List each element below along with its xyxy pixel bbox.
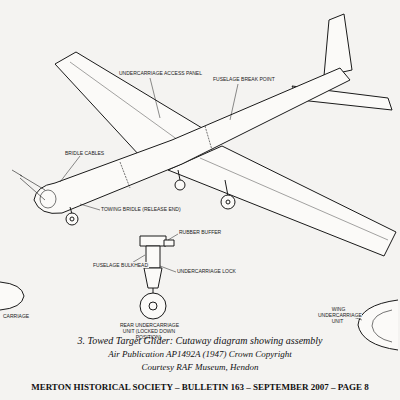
part-label: RUBBER BUFFER — [178, 229, 222, 235]
part-label-text: UNDERCARRIAGE LOCK — [176, 268, 237, 274]
figure-caption: 3. Towed Target Glider: Cutaway diagram … — [0, 335, 400, 346]
part-label-text: BRIDLE CABLES — [64, 150, 105, 156]
part-label-text: FUSELAGE BREAK POINT — [212, 76, 276, 82]
part-label-text: FUSELAGE BULKHEAD — [92, 262, 149, 268]
part-label: BRIDLE CABLES — [64, 150, 105, 156]
page-footer: MERTON HISTORICAL SOCIETY – BULLETIN 163… — [0, 382, 400, 392]
part-label: UNDERCARRIAGE LOCK — [176, 268, 237, 274]
part-label-text: CARRIAGE — [2, 313, 30, 319]
part-label: FUSELAGE BREAK POINT — [212, 76, 276, 82]
part-label: WING UNDERCARRIAGE UNIT — [318, 306, 358, 324]
part-label-text: UNDERCARRIAGE ACCESS PANEL — [118, 70, 203, 76]
part-label-text: TOWING BRIDLE (RELEASE END) — [100, 206, 182, 212]
part-label: TOWING BRIDLE (RELEASE END) — [100, 206, 182, 212]
part-label-text: WING UNDERCARRIAGE UNIT — [318, 306, 362, 324]
part-label: CARRIAGE — [2, 313, 30, 319]
part-label: FUSELAGE BULKHEAD — [92, 262, 149, 268]
source-note: Air Publication AP1492A (1947) Crown Cop… — [0, 349, 400, 359]
credit-note: Courtesy RAF Museum, Hendon — [0, 362, 400, 372]
part-label-text: RUBBER BUFFER — [178, 229, 222, 235]
part-label: UNDERCARRIAGE ACCESS PANEL — [118, 70, 203, 76]
